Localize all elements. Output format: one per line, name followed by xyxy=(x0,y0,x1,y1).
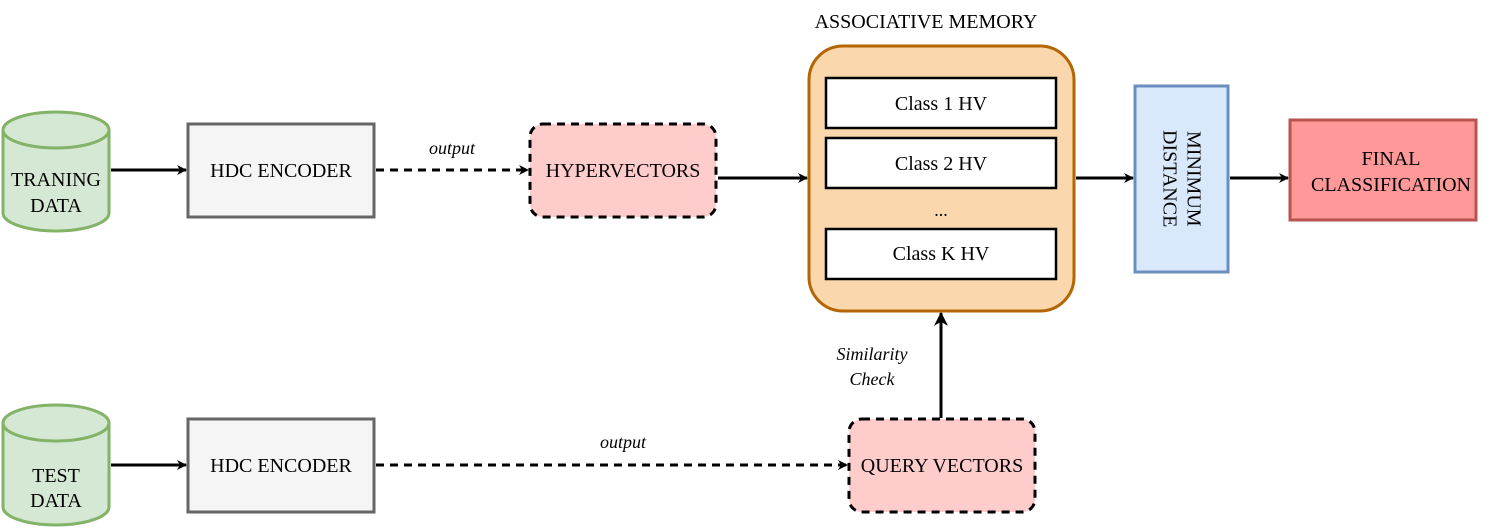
final-classification-box xyxy=(1288,118,1478,222)
similarity-label-1: Similarity xyxy=(837,344,908,364)
class-k-hv-label: Class K HV xyxy=(893,243,990,265)
training-data-cylinder: TRANING DATA xyxy=(1,110,111,233)
training-data-label-1: TRANING xyxy=(11,169,101,191)
minimum-distance-box xyxy=(1133,84,1230,274)
output-label-bottom: output xyxy=(600,432,647,452)
class-2-hv-box xyxy=(824,136,1058,190)
class-1-hv-label: Class 1 HV xyxy=(895,93,988,115)
class-2-hv-label: Class 2 HV xyxy=(895,153,988,175)
class-1-hv-box xyxy=(824,76,1058,130)
test-data-cylinder: TEST DATA xyxy=(1,403,111,527)
output-label-top: output xyxy=(429,138,476,158)
hdc-encoder-top-label: HDC ENCODER xyxy=(210,160,352,182)
test-data-label-2: DATA xyxy=(30,490,82,512)
class-k-hv-box xyxy=(824,227,1058,281)
test-data-label-1: TEST xyxy=(32,465,80,487)
hypervectors-label: HYPERVECTORS xyxy=(546,160,701,182)
training-data-label-2: DATA xyxy=(30,195,82,217)
final-classification-label-2: CLASSIFICATION xyxy=(1311,174,1471,196)
hdc-encoder-bottom xyxy=(186,417,376,514)
class-ellipsis: ... xyxy=(934,200,948,220)
query-vectors-label: QUERY VECTORS xyxy=(861,455,1023,477)
final-classification-label-1: FINAL xyxy=(1362,148,1421,170)
query-vectors-box xyxy=(847,417,1037,514)
hypervectors-box xyxy=(528,122,718,219)
similarity-label-2: Check xyxy=(850,369,896,389)
hdc-encoder-top xyxy=(186,122,376,219)
associative-memory-title: ASSOCIATIVE MEMORY xyxy=(815,11,1038,33)
hdc-encoder-bottom-label: HDC ENCODER xyxy=(210,455,352,477)
